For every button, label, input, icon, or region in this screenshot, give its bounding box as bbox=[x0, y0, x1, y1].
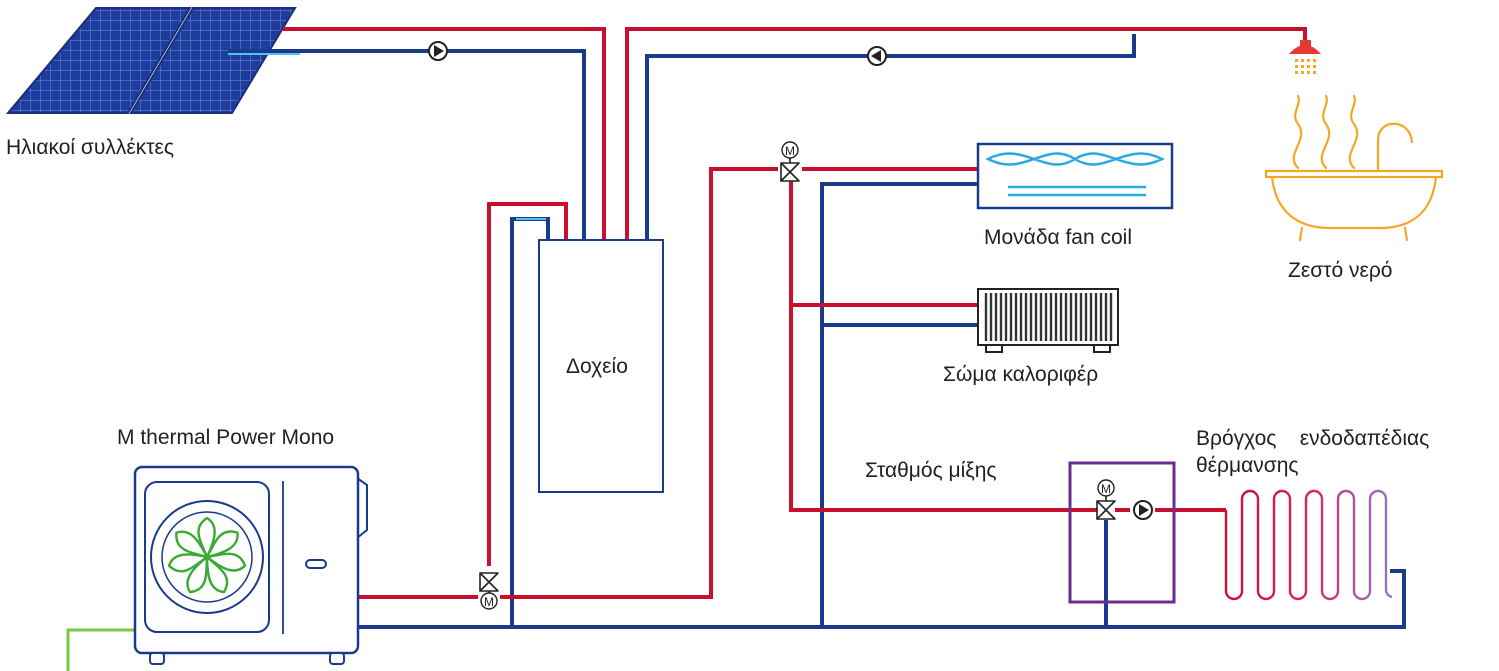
tank-label: Δοχείο bbox=[566, 355, 628, 378]
mixing-station-box bbox=[1068, 461, 1176, 604]
fan-coil-label: Μονάδα fan coil bbox=[984, 226, 1133, 249]
mixing-station-label: Σταθμός μίξης bbox=[865, 459, 997, 482]
fan-coil-icon bbox=[976, 142, 1174, 210]
heat-pump-label: M thermal Power Mono bbox=[117, 426, 335, 449]
three-way-valve-icon bbox=[479, 572, 499, 610]
three-way-valve-icon bbox=[1096, 479, 1116, 520]
pump-icon bbox=[428, 41, 448, 61]
solar-panel-icon bbox=[5, 7, 297, 114]
shower-icon bbox=[1289, 40, 1321, 74]
ground-line bbox=[66, 628, 134, 671]
solar-collectors-label: Ηλιακοί συλλέκτες bbox=[6, 136, 174, 159]
three-way-valve-icon bbox=[780, 141, 800, 182]
bathtub-icon bbox=[1264, 94, 1444, 242]
valve-motor-mark: M bbox=[1101, 482, 1111, 496]
heat-pump-icon bbox=[133, 465, 368, 665]
pump-icon bbox=[1133, 500, 1153, 520]
valve-motor-mark: M bbox=[785, 144, 795, 158]
radiator-label: Σώμα καλοριφέρ bbox=[943, 363, 1099, 386]
supply-pipes bbox=[283, 27, 1307, 599]
return-pipes bbox=[228, 34, 1406, 629]
valve-motor-mark: M bbox=[484, 595, 494, 609]
radiator-icon bbox=[977, 288, 1119, 353]
pump-icon bbox=[867, 46, 887, 66]
floor-heating-coil-icon bbox=[1224, 489, 1393, 601]
tank-body bbox=[538, 239, 664, 493]
hot-water-label: Ζεστό νερό bbox=[1288, 259, 1393, 282]
floor-heating-label-line2: θέρμανσης bbox=[1196, 454, 1299, 477]
floor-heating-label-line1: Βρόγχος ενδοδαπέδιας bbox=[1196, 427, 1430, 450]
